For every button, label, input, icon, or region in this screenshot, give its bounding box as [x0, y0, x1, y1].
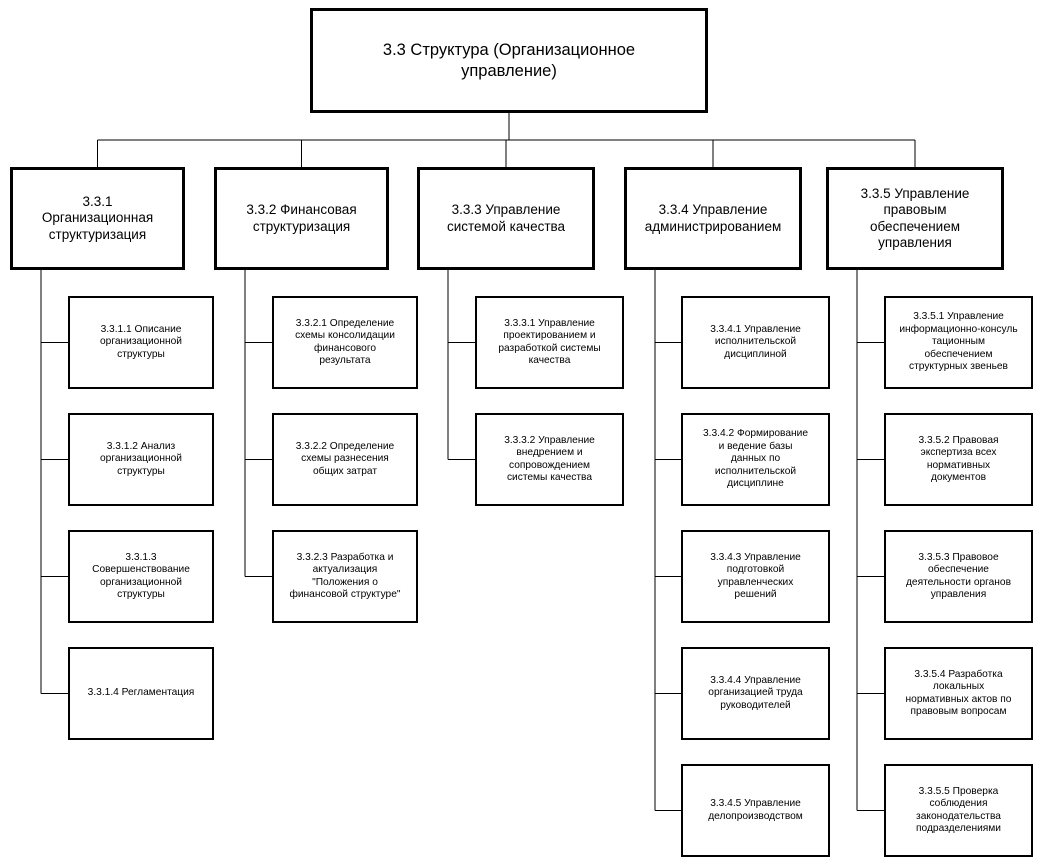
leaf-node-3-3-4-3-управление-label: 3.3.4.3 Управление подготовкой управленч… — [710, 551, 801, 600]
leaf-node-3-3-2-2-определение-label: 3.3.2.2 Определение схемы разнесения общ… — [295, 440, 395, 477]
leaf-node-3-3-4-4-управление[interactable]: 3.3.4.4 Управление организацией труда ру… — [681, 647, 830, 740]
leaf-node-3-3-1-3[interactable]: 3.3.1.3 Совершенствование организационно… — [68, 530, 214, 623]
root-node-3-3-структура-организационное[interactable]: 3.3 Структура (Организационное управлени… — [310, 8, 708, 113]
leaf-node-3-3-5-3-правовое-label: 3.3.5.3 Правовое обеспечение деятельност… — [905, 551, 1012, 600]
leaf-node-3-3-3-2-управление-label: 3.3.3.2 Управление внедрением и сопровож… — [504, 434, 595, 483]
branch-node-3-3-4-управление[interactable]: 3.3.4 Управление администрированием — [624, 167, 802, 270]
leaf-node-3-3-4-1-управление-label: 3.3.4.1 Управление исполнительской дисци… — [710, 323, 801, 360]
leaf-node-3-3-2-2-определение[interactable]: 3.3.2.2 Определение схемы разнесения общ… — [272, 413, 418, 506]
leaf-node-3-3-4-4-управление-label: 3.3.4.4 Управление организацией труда ру… — [708, 674, 803, 711]
leaf-node-3-3-5-1-управление[interactable]: 3.3.5.1 Управление информационно-консуль… — [884, 296, 1033, 389]
branch-node-3-3-5-управление-label: 3.3.5 Управление правовым обеспечением у… — [860, 185, 970, 250]
leaf-node-3-3-3-1-управление-label: 3.3.3.1 Управление проектированием и раз… — [498, 317, 601, 366]
leaf-node-3-3-5-5-проверка[interactable]: 3.3.5.5 Проверка соблюдения законодатель… — [884, 764, 1033, 857]
branch-node-3-3-3-управление-label: 3.3.3 Управление системой качества — [446, 202, 566, 234]
branch-node-3-3-3-управление[interactable]: 3.3.3 Управление системой качества — [417, 167, 595, 270]
leaf-node-3-3-4-5-управление-label: 3.3.4.5 Управление делопроизводством — [708, 798, 803, 822]
leaf-node-3-3-1-1-описание-label: 3.3.1.1 Описание организационной структу… — [100, 323, 182, 360]
branch-node-3-3-1[interactable]: 3.3.1 Организационная структуризация — [10, 167, 185, 270]
leaf-node-3-3-2-1-определение-label: 3.3.2.1 Определение схемы консолидации ф… — [295, 317, 395, 366]
leaf-node-3-3-1-1-описание[interactable]: 3.3.1.1 Описание организационной структу… — [68, 296, 214, 389]
leaf-node-3-3-3-1-управление[interactable]: 3.3.3.1 Управление проектированием и раз… — [475, 296, 624, 389]
leaf-node-3-3-1-2-анализ[interactable]: 3.3.1.2 Анализ организационной структуры — [68, 413, 214, 506]
branch-node-3-3-5-управление[interactable]: 3.3.5 Управление правовым обеспечением у… — [826, 167, 1004, 270]
leaf-node-3-3-4-3-управление[interactable]: 3.3.4.3 Управление подготовкой управленч… — [681, 530, 830, 623]
leaf-node-3-3-4-5-управление[interactable]: 3.3.4.5 Управление делопроизводством — [681, 764, 830, 857]
leaf-node-3-3-5-3-правовое[interactable]: 3.3.5.3 Правовое обеспечение деятельност… — [884, 530, 1033, 623]
leaf-node-3-3-2-1-определение[interactable]: 3.3.2.1 Определение схемы консолидации ф… — [272, 296, 418, 389]
leaf-node-3-3-4-2-формирование-label: 3.3.4.2 Формирование и ведение базы данн… — [702, 428, 809, 490]
root-node-3-3-структура-организационное-label: 3.3 Структура (Организационное управлени… — [382, 41, 636, 80]
leaf-node-3-3-4-2-формирование[interactable]: 3.3.4.2 Формирование и ведение базы данн… — [681, 413, 830, 506]
branch-node-3-3-4-управление-label: 3.3.4 Управление администрированием — [644, 202, 782, 234]
leaf-node-3-3-3-2-управление[interactable]: 3.3.3.2 Управление внедрением и сопровож… — [475, 413, 624, 506]
leaf-node-3-3-5-2-правовая[interactable]: 3.3.5.2 Правовая экспертиза всех нормати… — [884, 413, 1033, 506]
leaf-node-3-3-5-4-разработка[interactable]: 3.3.5.4 Разработка локальных нормативных… — [884, 647, 1033, 740]
leaf-node-3-3-5-5-проверка-label: 3.3.5.5 Проверка соблюдения законодатель… — [916, 785, 1001, 834]
leaf-node-3-3-5-2-правовая-label: 3.3.5.2 Правовая экспертиза всех нормати… — [918, 434, 999, 483]
leaf-node-3-3-1-4-регламентация[interactable]: 3.3.1.4 Регламентация — [68, 647, 214, 740]
leaf-node-3-3-5-1-управление-label: 3.3.5.1 Управление информационно-консуль… — [899, 311, 1018, 373]
leaf-node-3-3-1-3-label: 3.3.1.3 Совершенствование организационно… — [92, 551, 190, 600]
leaf-node-3-3-1-2-анализ-label: 3.3.1.2 Анализ организационной структуры — [100, 440, 182, 477]
leaf-node-3-3-4-1-управление[interactable]: 3.3.4.1 Управление исполнительской дисци… — [681, 296, 830, 389]
leaf-node-3-3-2-3-разработка-и[interactable]: 3.3.2.3 Разработка и актуализация "Полож… — [272, 530, 418, 623]
branch-node-3-3-2-финансовая-label: 3.3.2 Финансовая структуризация — [246, 202, 357, 234]
leaf-node-3-3-1-4-регламентация-label: 3.3.1.4 Регламентация — [87, 687, 195, 699]
leaf-node-3-3-5-4-разработка-label: 3.3.5.4 Разработка локальных нормативных… — [905, 668, 1012, 717]
leaf-node-3-3-2-3-разработка-и-label: 3.3.2.3 Разработка и актуализация "Полож… — [289, 551, 401, 600]
branch-node-3-3-2-финансовая[interactable]: 3.3.2 Финансовая структуризация — [214, 167, 389, 270]
branch-node-3-3-1-label: 3.3.1 Организационная структуризация — [41, 193, 154, 242]
